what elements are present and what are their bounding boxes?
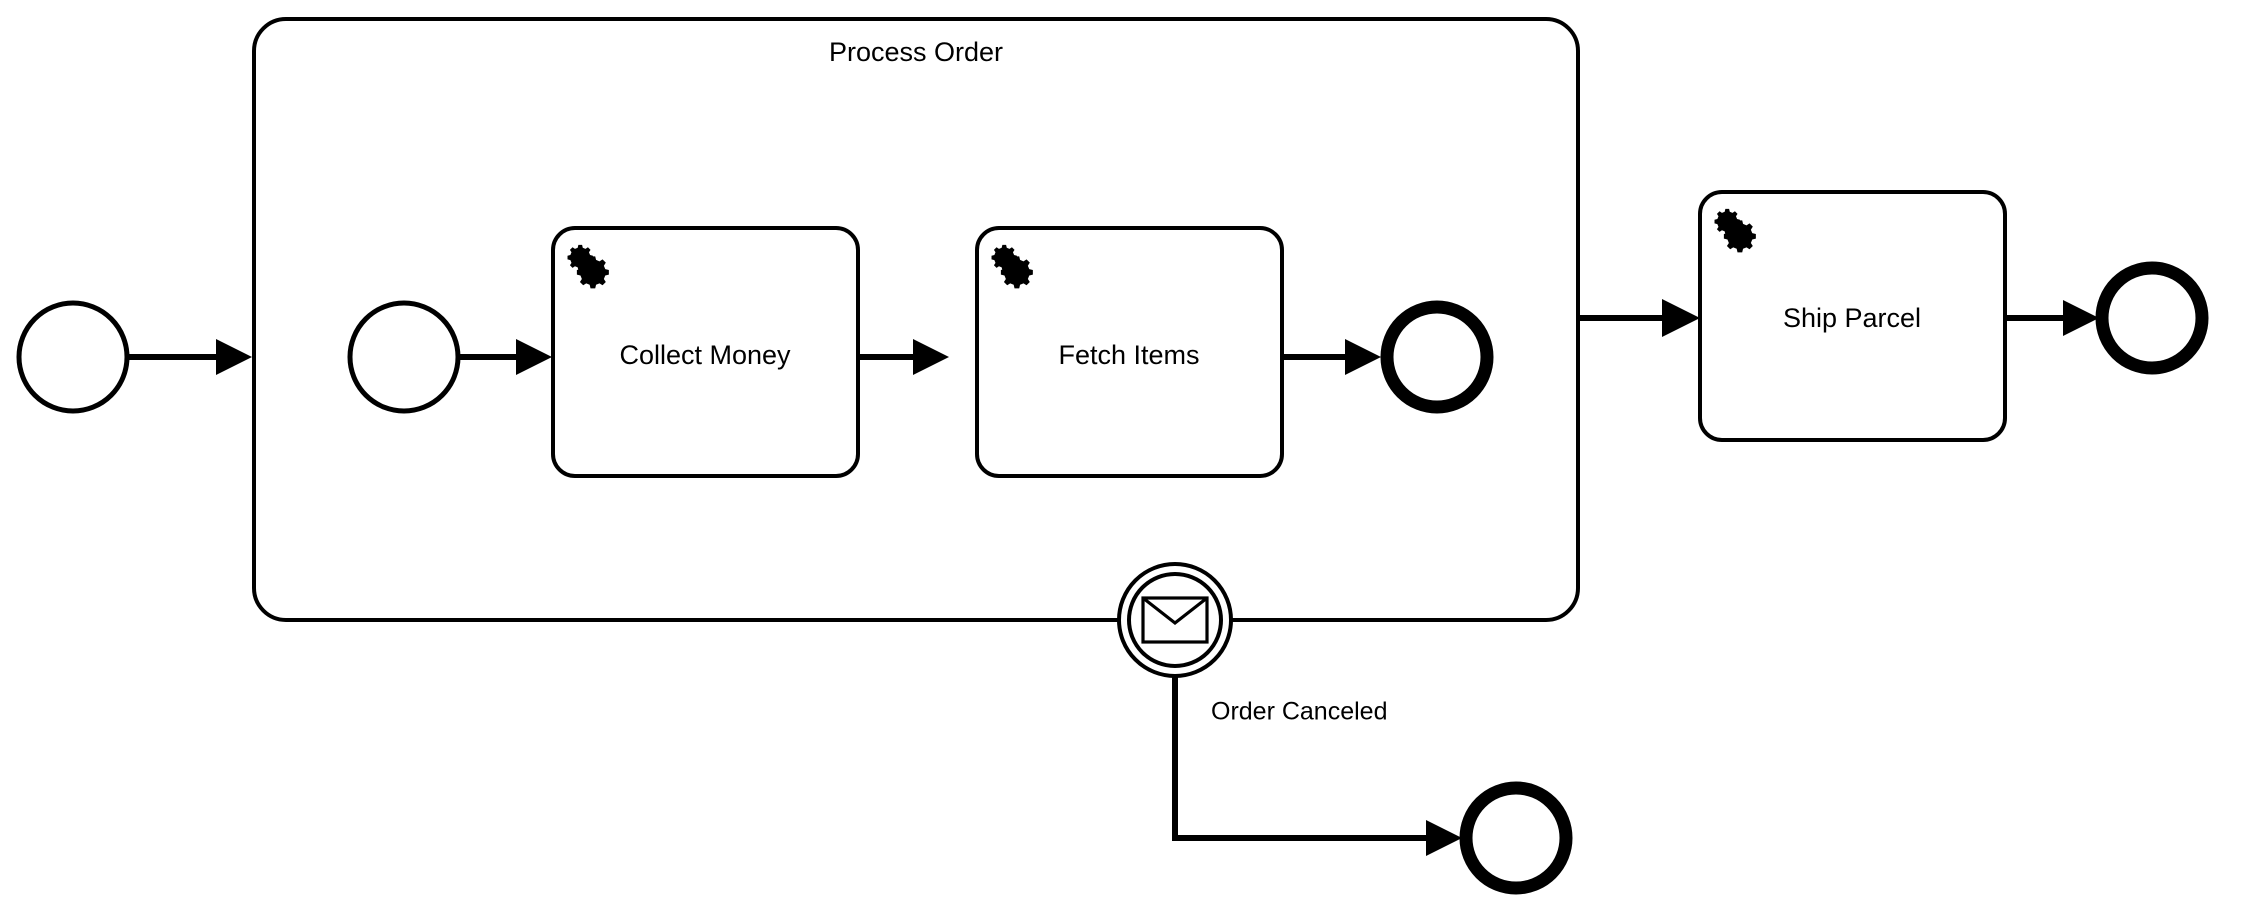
inner-start-event[interactable] (347, 300, 461, 414)
task-label: Ship Parcel (1783, 303, 1921, 333)
arrow-head-icon (1345, 339, 1381, 375)
arrow-head-icon (2063, 300, 2099, 336)
arrow-head-icon (1662, 299, 1700, 337)
boundary-event-inner-ring (1127, 572, 1223, 668)
task-ship-parcel[interactable]: Ship Parcel (1698, 190, 2007, 442)
task-label: Fetch Items (1058, 340, 1199, 370)
subprocess-border (252, 17, 1580, 622)
task-box (975, 226, 1284, 478)
flow-collect-money-to-fetch-items[interactable] (858, 339, 949, 375)
task-label: Collect Money (619, 340, 791, 370)
end-event-circle (1380, 300, 1494, 414)
flow-fetch-items-to-inner-end[interactable] (1282, 339, 1381, 375)
arrow-head-icon (216, 339, 252, 375)
boundary-message-event[interactable] (1117, 562, 1233, 678)
boundary-event-outer-ring (1117, 562, 1233, 678)
subprocess-process-order[interactable]: Process Order (252, 17, 1580, 622)
end-event-circle (1459, 781, 1573, 895)
end-event-circle (2095, 261, 2209, 375)
arrow-head-icon (516, 339, 552, 375)
inner-end-event[interactable] (1380, 300, 1494, 414)
flow-inner-start-to-collect-money[interactable] (458, 339, 552, 375)
flow-subprocess-to-ship-parcel[interactable] (1578, 299, 1700, 337)
start-event-circle (16, 300, 130, 414)
arrow-head-icon (1426, 820, 1462, 856)
subprocess-title: Process Order (829, 37, 1003, 67)
task-collect-money[interactable]: Collect Money (551, 226, 860, 478)
task-box (551, 226, 860, 478)
canceled-end-event[interactable] (1459, 781, 1573, 895)
flow-line (1172, 676, 1436, 841)
outer-start-event[interactable] (16, 300, 130, 414)
outer-end-event[interactable] (2095, 261, 2209, 375)
task-fetch-items[interactable]: Fetch Items (975, 226, 1284, 478)
flow-ship-parcel-to-end[interactable] (2005, 300, 2099, 336)
flow-boundary-to-canceled-end[interactable]: Order Canceled (1172, 676, 1462, 856)
start-event-circle (347, 300, 461, 414)
flow-label-order-canceled: Order Canceled (1211, 698, 1387, 726)
flow-start-to-subprocess[interactable] (127, 339, 252, 375)
arrow-head-icon (913, 339, 949, 375)
envelope-icon (1141, 596, 1209, 644)
